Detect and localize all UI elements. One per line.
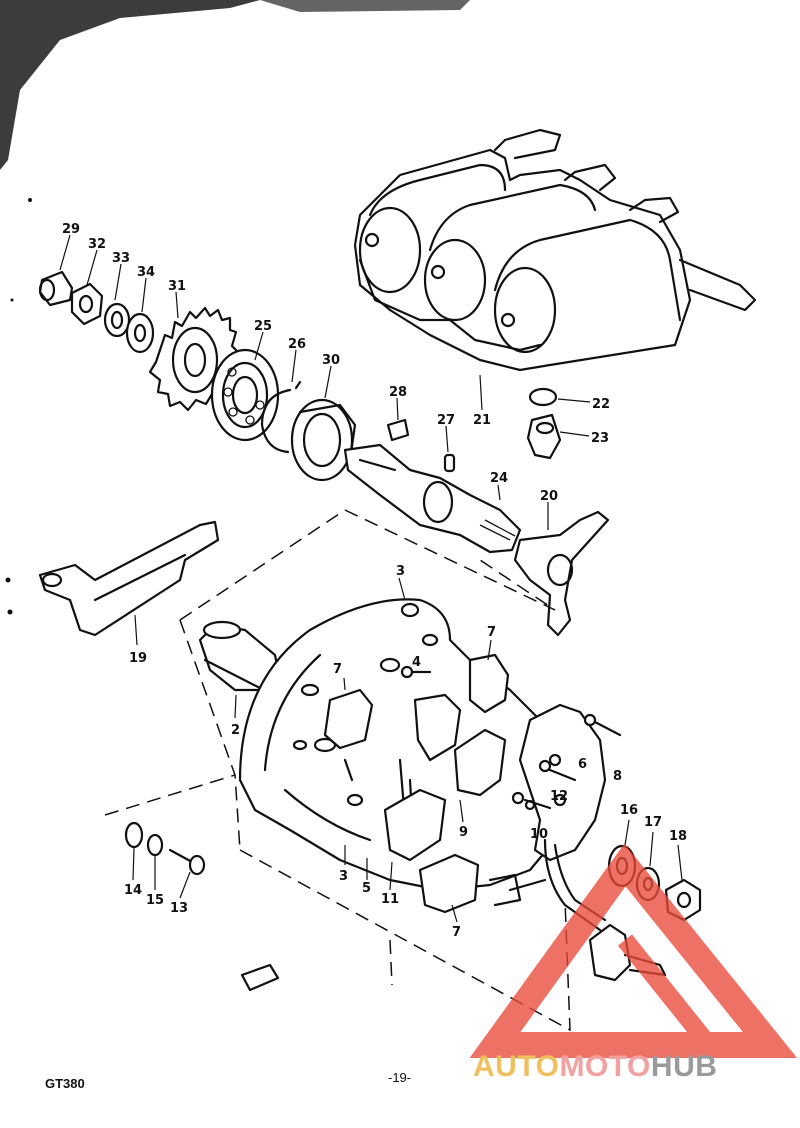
label-12: 12 [550, 789, 568, 804]
breaker-base-plate [238, 598, 667, 982]
label-34: 34 [137, 265, 155, 280]
label-21: 21 [473, 413, 491, 428]
cable-bracket-19 [38, 520, 220, 637]
label-22: 22 [592, 397, 610, 412]
label-17: 17 [644, 815, 662, 830]
label-26: 26 [288, 337, 306, 352]
screw-13 [168, 848, 206, 876]
shaft-group-bracket [344, 509, 556, 611]
label-3-bottom: 3 [339, 869, 348, 884]
model-code: GT380 [45, 1076, 85, 1091]
watermark-logo [469, 843, 798, 1058]
washer-14 [124, 821, 144, 849]
scan-noise [0, 0, 470, 615]
watermark-auto: AUTO [473, 1050, 559, 1083]
watermark-moto: MOTO [559, 1050, 650, 1083]
rotor-2 [198, 620, 282, 692]
label-6: 6 [578, 757, 587, 772]
label-15: 15 [146, 893, 164, 908]
washer-34 [125, 312, 155, 354]
label-5: 5 [362, 881, 371, 896]
washer-33 [103, 302, 131, 338]
circlip-26 [260, 380, 302, 454]
small-tag [240, 963, 280, 992]
label-7-left: 7 [333, 662, 342, 677]
pin-27 [443, 453, 456, 473]
label-7-bottom: 7 [452, 925, 461, 940]
page-number: -19- [388, 1070, 411, 1085]
label-7-top: 7 [487, 625, 496, 640]
label-20: 20 [540, 489, 558, 504]
label-9: 9 [459, 825, 468, 840]
label-33: 33 [112, 251, 130, 266]
label-30: 30 [322, 353, 340, 368]
watermark-hub: HUB [651, 1050, 718, 1083]
label-16: 16 [620, 803, 638, 818]
label-11: 11 [381, 892, 399, 907]
screws-right [400, 665, 622, 811]
svg-text:AUTOMOTOHUB: AUTOMOTOHUB [473, 1050, 717, 1083]
washer-15 [146, 833, 164, 857]
label-27: 27 [437, 413, 455, 428]
washer-22 [528, 387, 558, 407]
label-2: 2 [231, 723, 240, 738]
label-18: 18 [669, 829, 687, 844]
oil-seal-30 [290, 398, 357, 482]
governor-shaft-24 [343, 443, 522, 554]
label-14: 14 [124, 883, 142, 898]
nut-23 [526, 413, 562, 460]
bushing-29 [38, 270, 74, 307]
label-3-top: 3 [396, 564, 405, 579]
advancer-cam-20 [513, 510, 610, 637]
label-13: 13 [170, 901, 188, 916]
nut-32 [70, 282, 104, 326]
label-8: 8 [613, 769, 622, 784]
label-31: 31 [168, 279, 186, 294]
label-32: 32 [88, 237, 106, 252]
label-10: 10 [530, 827, 548, 842]
label-24: 24 [490, 471, 508, 486]
watermark-text: AUTOMOTOHUB [473, 1050, 717, 1083]
woodruff-key-28 [386, 418, 410, 442]
leader-lines [59, 234, 683, 923]
bearing-25 [210, 348, 280, 442]
label-19: 19 [129, 651, 147, 666]
label-4: 4 [412, 655, 421, 670]
label-25: 25 [254, 319, 272, 334]
ignition-coil-assembly [353, 128, 757, 372]
label-29: 29 [62, 222, 80, 237]
label-28: 28 [389, 385, 407, 400]
label-23: 23 [591, 431, 609, 446]
part-labels: 29 32 33 34 31 25 26 30 28 27 24 20 21 2… [62, 222, 687, 940]
